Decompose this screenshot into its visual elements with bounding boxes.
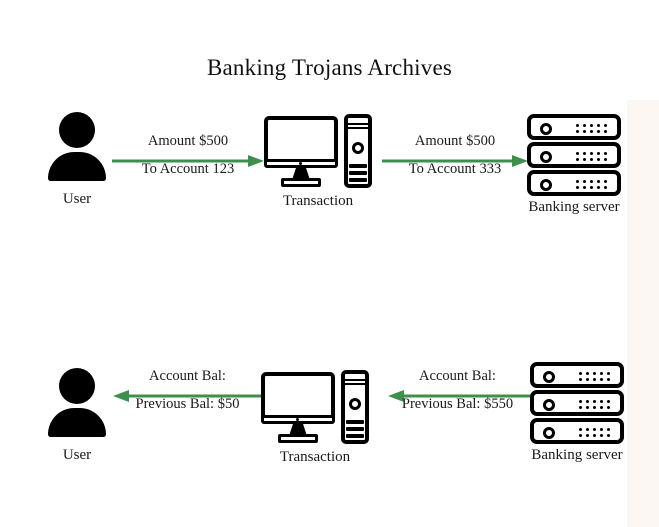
server-led-icon xyxy=(543,371,555,383)
node-transaction-bottom: Transaction xyxy=(260,370,370,466)
monitor-stand-base xyxy=(278,434,318,443)
server-icon xyxy=(530,362,624,444)
node-caption: Transaction xyxy=(279,449,351,465)
server-unit xyxy=(527,170,621,196)
node-user-bottom: User xyxy=(22,368,132,464)
tower-slot xyxy=(349,164,367,168)
tower-slot xyxy=(346,434,364,438)
node-caption: User xyxy=(62,447,92,463)
node-caption: Banking server xyxy=(531,447,623,463)
node-server-top: Banking server xyxy=(527,114,621,216)
user-icon-head xyxy=(59,368,95,404)
node-user-top: User xyxy=(22,112,132,208)
tower-vent-line xyxy=(344,383,366,385)
server-unit xyxy=(530,390,624,416)
monitor-stand-base xyxy=(281,178,321,187)
tower-vent-line xyxy=(347,123,369,125)
server-unit xyxy=(530,418,624,444)
node-server-bottom: Banking server xyxy=(530,362,624,464)
server-led-icon xyxy=(540,151,552,163)
tower-vent-line xyxy=(344,379,366,381)
arrow-label-line1: Account Bal: xyxy=(419,368,496,384)
arrow-shaft-right xyxy=(382,155,528,167)
server-dot-grid xyxy=(576,180,610,191)
user-icon-body xyxy=(48,408,106,437)
arrow-transaction-to-server: Amount $500 To Account 333 xyxy=(382,133,528,177)
server-led-icon xyxy=(540,123,552,135)
user-icon xyxy=(45,112,109,188)
arrow-transaction-to-user: Account Bal: Previous Bal: $50 xyxy=(110,368,265,412)
tower-vent-line xyxy=(347,127,369,129)
monitor-indicator xyxy=(296,418,299,421)
node-caption: Transaction xyxy=(282,193,354,209)
server-led-icon xyxy=(543,427,555,439)
server-icon xyxy=(527,114,621,196)
user-icon-head xyxy=(59,112,95,148)
tower-slot xyxy=(349,178,367,182)
arrow-label-line1: Amount $500 xyxy=(147,133,229,149)
server-dot-grid xyxy=(579,372,613,383)
arrow-label-line1: Amount $500 xyxy=(414,133,496,149)
tower-slot xyxy=(346,420,364,424)
arrow-label-line1: Account Bal: xyxy=(149,368,226,384)
server-unit xyxy=(530,362,624,388)
arrow-label-line2: Previous Bal: $550 xyxy=(401,396,514,412)
arrow-user-to-transaction: Amount $500 To Account 123 xyxy=(112,133,264,177)
node-caption: User xyxy=(62,191,92,207)
arrow-label-line2: To Account 333 xyxy=(408,161,502,177)
tower-slot xyxy=(349,171,367,175)
server-dot-grid xyxy=(576,152,610,163)
power-button-icon xyxy=(352,142,364,154)
tower-case xyxy=(341,370,369,444)
right-edge-band xyxy=(627,100,659,527)
monitor-indicator xyxy=(299,162,302,165)
node-caption: Banking server xyxy=(528,199,620,215)
power-button-icon xyxy=(349,398,361,410)
tower-slot xyxy=(346,427,364,431)
arrow-server-to-transaction: Account Bal: Previous Bal: $550 xyxy=(385,368,530,412)
arrow-label-line2: Previous Bal: $50 xyxy=(135,396,240,412)
server-led-icon xyxy=(540,179,552,191)
server-dot-grid xyxy=(576,124,610,135)
page-title: Banking Trojans Archives xyxy=(206,55,453,80)
monitor-stand-neck xyxy=(292,168,310,180)
arrow-shaft-left xyxy=(388,390,530,402)
arrow-label-line2: To Account 123 xyxy=(141,161,235,177)
server-unit xyxy=(527,114,621,140)
server-dot-grid xyxy=(579,428,613,439)
arrow-shaft-right xyxy=(112,155,264,167)
server-unit xyxy=(527,142,621,168)
computer-icon xyxy=(264,114,372,190)
monitor-stand-neck xyxy=(289,424,307,436)
user-icon-body xyxy=(48,152,106,181)
server-led-icon xyxy=(543,399,555,411)
server-dot-grid xyxy=(579,400,613,411)
user-icon xyxy=(45,368,109,444)
computer-icon xyxy=(261,370,369,446)
node-transaction-top: Transaction xyxy=(263,114,373,210)
arrow-shaft-left xyxy=(113,390,265,402)
